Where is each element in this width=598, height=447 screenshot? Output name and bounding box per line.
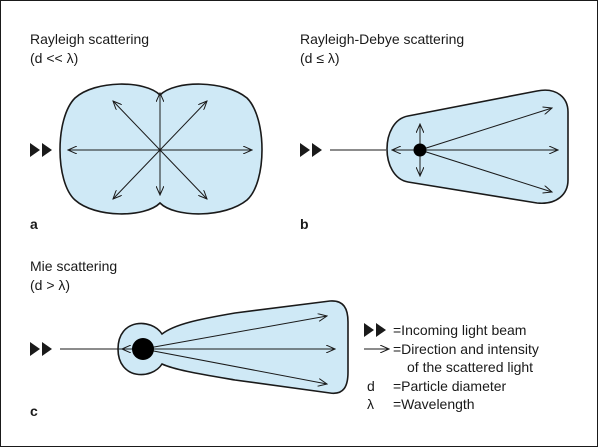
- legend-d-text: =Particle diameter: [393, 378, 507, 394]
- legend-d-symbol: d: [367, 378, 375, 394]
- legend: =Incoming light beam =Direction and inte…: [364, 322, 539, 412]
- panel-c-scatter-arrows: [122, 316, 335, 384]
- legend-direction-text-2: of the scattered light: [407, 359, 533, 375]
- panel-b-scattering-lobe: [386, 89, 569, 204]
- panel-c-incoming-beam-icon: [30, 342, 52, 356]
- legend-lambda-text: =Wavelength: [393, 396, 475, 412]
- legend-direction-text-1: =Direction and intensity: [393, 341, 539, 357]
- panel-a-scatter-arrows: [68, 93, 252, 199]
- panel-c: Mie scattering (d > λ) c: [30, 258, 349, 419]
- panel-a-letter: a: [30, 216, 38, 232]
- panel-b-incoming-beam-icon: [300, 143, 322, 157]
- panel-b-particle: [413, 143, 427, 157]
- legend-incoming-text: =Incoming light beam: [393, 322, 526, 338]
- panel-b-title: Rayleigh-Debye scattering: [300, 31, 464, 47]
- panel-a-condition: (d << λ): [30, 50, 78, 66]
- panel-c-particle: [132, 338, 154, 360]
- panel-b-condition: (d ≤ λ): [300, 50, 340, 66]
- panel-b: Rayleigh-Debye scattering (d ≤ λ) b: [300, 31, 569, 232]
- panel-a-title: Rayleigh scattering: [30, 31, 149, 47]
- panel-a-incoming-beam-icon: [30, 143, 52, 157]
- panel-b-letter: b: [300, 216, 309, 232]
- legend-incoming-beam-icon: [364, 323, 386, 337]
- legend-lambda-symbol: λ: [367, 396, 374, 412]
- panel-c-title: Mie scattering: [30, 258, 117, 274]
- panel-c-condition: (d > λ): [30, 277, 70, 293]
- panel-a: Rayleigh scattering (d << λ) a: [30, 31, 263, 232]
- panel-c-letter: c: [30, 403, 38, 419]
